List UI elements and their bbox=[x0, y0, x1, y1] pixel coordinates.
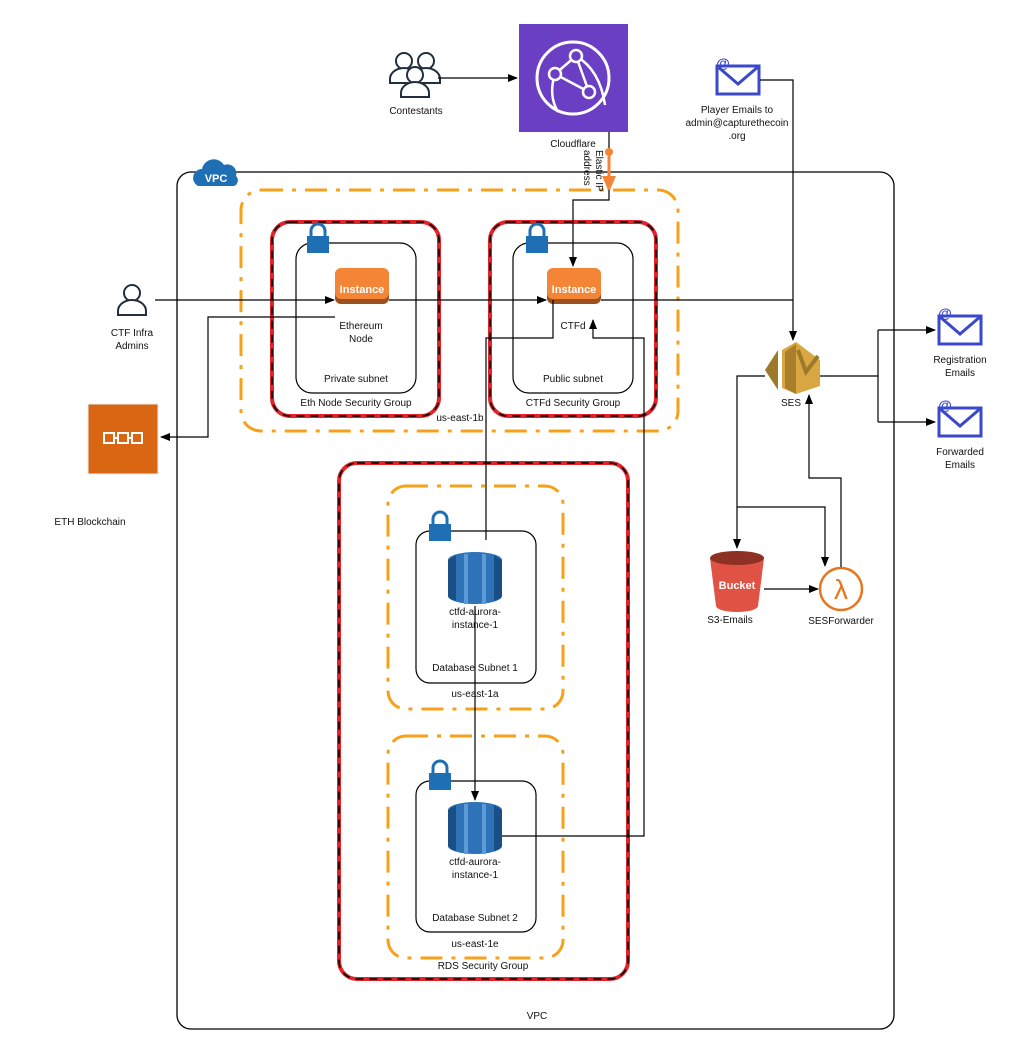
admin-user-icon bbox=[117, 284, 147, 316]
svg-text:RDS Security Group: RDS Security Group bbox=[438, 961, 529, 972]
ethereum-node-instance[interactable]: Instance bbox=[335, 268, 389, 304]
svg-text:CTF Infra: CTF Infra bbox=[111, 328, 154, 339]
az-us-east-1b bbox=[239, 188, 680, 433]
s3-bucket-icon[interactable]: Bucket bbox=[710, 551, 764, 612]
svg-text:Admins: Admins bbox=[115, 341, 148, 352]
svg-text:instance-1: instance-1 bbox=[452, 870, 499, 881]
eth-blockchain-label: ETH Blockchain bbox=[54, 517, 125, 528]
connectors bbox=[155, 74, 936, 837]
blockchain-icon bbox=[87, 403, 159, 475]
svg-text:Emails: Emails bbox=[945, 460, 975, 471]
contestants-icon bbox=[389, 52, 441, 98]
svg-text:.org: .org bbox=[728, 131, 745, 142]
svg-text:ctfd-aurora-: ctfd-aurora- bbox=[449, 857, 501, 868]
svg-text:CTFd Security Group: CTFd Security Group bbox=[526, 398, 621, 409]
forwarded-email-icon bbox=[936, 395, 983, 438]
lambda-icon[interactable]: λ bbox=[818, 566, 864, 612]
lock-icon bbox=[305, 222, 331, 255]
svg-text:Registration: Registration bbox=[933, 355, 986, 366]
ses-icon[interactable] bbox=[765, 342, 820, 394]
svg-text:Ethereum: Ethereum bbox=[339, 321, 382, 332]
registration-email-icon bbox=[936, 303, 983, 346]
vpc-label: VPC bbox=[527, 1011, 548, 1022]
az-us-east-1b-label: us-east-1b bbox=[436, 413, 484, 424]
svg-text:us-east-1e: us-east-1e bbox=[451, 939, 499, 950]
svg-text:Database Subnet 2: Database Subnet 2 bbox=[432, 913, 518, 924]
svg-text:SESForwarder: SESForwarder bbox=[808, 616, 874, 627]
svg-text:CTFd: CTFd bbox=[561, 321, 586, 332]
svg-text:Elastic IP: Elastic IP bbox=[593, 150, 604, 192]
az-us-east-1e bbox=[386, 734, 565, 960]
ctfd-instance[interactable]: Instance bbox=[547, 268, 601, 304]
email-icon bbox=[714, 53, 761, 96]
aurora-db-icon[interactable] bbox=[446, 800, 504, 856]
database-subnet-1 bbox=[415, 530, 537, 684]
svg-text:Instance: Instance bbox=[340, 284, 385, 296]
lock-icon bbox=[427, 759, 453, 792]
cloudflare-icon[interactable] bbox=[519, 24, 628, 132]
private-subnet bbox=[295, 242, 417, 394]
ctfd-security-group: Instance CTFd Public subnet CTFd Securit… bbox=[488, 220, 658, 418]
svg-text:S3-Emails: S3-Emails bbox=[707, 615, 753, 626]
svg-text:Instance: Instance bbox=[552, 284, 597, 296]
vpc-boundary bbox=[176, 171, 895, 1030]
rds-security-group: RDS Security Group us-east-1a ctfd-auror… bbox=[337, 461, 630, 981]
cloudflare-label: Cloudflare bbox=[550, 139, 596, 150]
vpc-cloud-icon: VPC bbox=[193, 159, 238, 186]
svg-text:Eth Node Security Group: Eth Node Security Group bbox=[300, 398, 412, 409]
lock-icon bbox=[427, 510, 453, 543]
svg-text:Public subnet: Public subnet bbox=[543, 374, 603, 385]
svg-text:Emails: Emails bbox=[945, 368, 975, 379]
lock-icon bbox=[524, 222, 550, 255]
svg-text:Node: Node bbox=[349, 334, 373, 345]
svg-text:Forwarded: Forwarded bbox=[936, 447, 984, 458]
contestants-label: Contestants bbox=[389, 106, 442, 117]
database-subnet-2 bbox=[415, 780, 537, 933]
elastic-ip-label: Elastic IP address bbox=[581, 150, 604, 192]
svg-text:λ: λ bbox=[834, 574, 848, 605]
svg-text:admin@capturethecoin: admin@capturethecoin bbox=[686, 118, 789, 129]
vpc-badge: VPC bbox=[205, 173, 228, 185]
aurora-db-icon[interactable] bbox=[446, 550, 504, 606]
svg-text:address: address bbox=[581, 150, 592, 186]
svg-text:Player Emails to: Player Emails to bbox=[701, 105, 774, 116]
eth-node-security-group: Instance Ethereum Node Private subnet Et… bbox=[270, 220, 441, 418]
svg-text:SES: SES bbox=[781, 398, 801, 409]
svg-text:Private subnet: Private subnet bbox=[324, 374, 388, 385]
svg-text:Bucket: Bucket bbox=[719, 580, 756, 592]
